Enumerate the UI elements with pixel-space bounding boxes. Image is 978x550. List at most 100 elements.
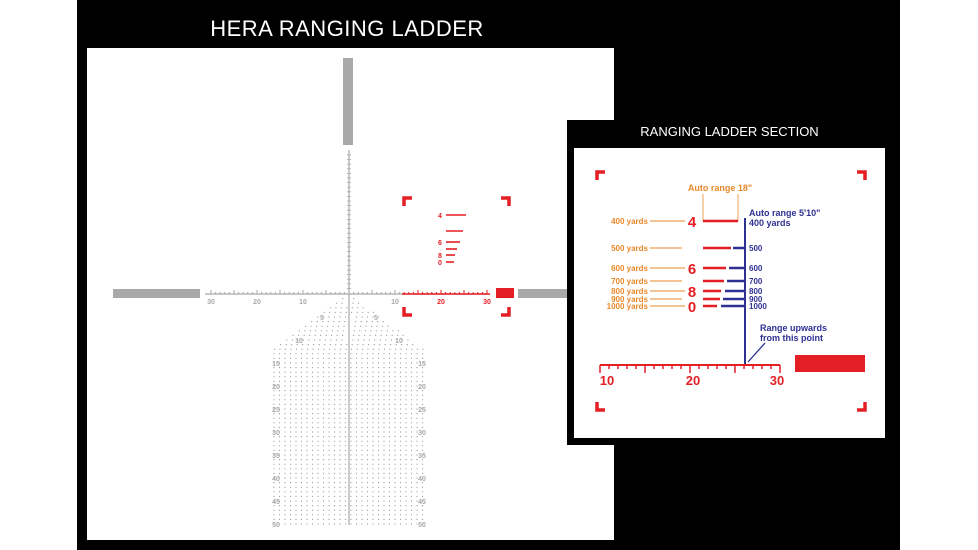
holdover-dot [333,353,336,355]
holdover-dot [350,509,352,511]
holdover-dot [311,459,314,461]
holdover-dot [416,436,418,438]
holdover-dot [333,394,336,396]
holdover-dot [306,449,308,451]
holdover-dot [383,408,385,410]
holdover-dot [355,482,358,484]
holdover-dot [328,371,330,373]
holdover-dot [317,514,319,516]
holdover-dot [410,390,413,392]
holdover-dot [317,472,319,474]
holdover-dot [355,399,358,401]
holdover-dot [350,376,352,378]
holdover-dot [366,321,368,323]
holdover-dot [377,445,380,447]
holdover-dot [377,440,380,442]
holdover-dot [410,353,413,355]
holdover-dot [334,311,336,313]
holdover-dot [388,495,391,497]
holdover-dot [339,459,341,461]
holdover-dot [300,523,303,525]
holdover-dot [399,413,402,415]
holdover-dot [300,459,303,461]
holdover-dot [377,459,380,461]
holdover-dot [328,413,330,415]
holdover-dot [328,500,330,502]
holdover-dot [322,523,325,525]
holdover-dot [313,344,315,346]
holdover-dot [306,376,308,378]
holdover-dot [317,509,319,511]
holdover-dot [399,408,402,410]
holdover-dot [355,357,358,359]
holdover-dot [323,348,325,350]
holdover-dot [278,371,281,373]
holdover-dot [317,482,319,484]
holdover-dot [317,486,319,488]
holdover-dot [366,426,369,428]
holdover-dot [339,436,341,438]
holdover-dot [372,367,374,369]
holdover-dot [355,454,358,456]
holdover-dot [295,509,297,511]
holdover-dot [399,505,402,507]
holdover-dot [392,330,394,332]
holdover-dot [402,334,404,336]
corner-bracket [595,170,605,180]
holdover-dot [306,468,308,470]
holdover-dot [333,380,336,382]
holdover-dot [377,436,380,438]
holdover-dot [300,390,303,392]
holdover-dot [331,330,333,332]
holdover-dot [362,344,364,346]
holdover-dot [278,445,281,447]
holdover-dot [350,445,352,447]
holdover-dot [372,500,374,502]
holdover-dot [289,394,292,396]
v-scale-label: 35 [418,453,426,460]
holdover-dot [390,339,392,341]
holdover-dot [372,426,374,428]
holdover-dot [394,449,396,451]
holdover-dot [306,500,308,502]
holdover-dot [317,399,319,401]
holdover-dot [328,390,330,392]
holdover-dot [383,380,385,382]
holdover-dot [273,390,275,392]
holdover-dot [273,413,275,415]
holdover-dot [421,472,424,474]
holdover-dot [322,518,325,521]
holdover-dot [322,431,325,433]
holdover-dot [381,330,383,332]
holdover-dot [311,390,314,392]
holdover-dot [377,376,380,378]
holdover-dot [311,477,314,479]
holdover-dot [362,307,364,309]
holdover-dot [306,445,308,447]
holdover-dot [361,426,363,428]
holdover-dot [278,509,281,511]
holdover-dot [366,367,369,369]
holdover-dot [300,422,303,424]
holdover-dot [273,495,275,497]
holdover-dot [364,330,366,332]
holdover-dot [328,518,330,521]
holdover-dot [309,334,311,336]
holdover-dot [284,426,286,428]
holdover-dot [322,353,325,355]
holdover-dot [322,408,325,410]
holdover-dot [317,394,319,396]
holdover-dot [300,431,303,433]
holdover-dot [399,436,402,438]
holdover-dot [350,440,352,442]
holdover-dot [355,422,358,424]
holdover-dot [322,454,325,456]
h-scale-label: 20 [437,299,445,306]
holdover-dot [344,509,347,511]
holdover-dot [342,298,344,300]
holdover-dot [278,362,281,364]
h-scale-label: 30 [483,299,491,306]
holdover-dot [311,385,314,387]
holdover-dot [311,431,314,433]
holdover-dot [306,518,308,521]
